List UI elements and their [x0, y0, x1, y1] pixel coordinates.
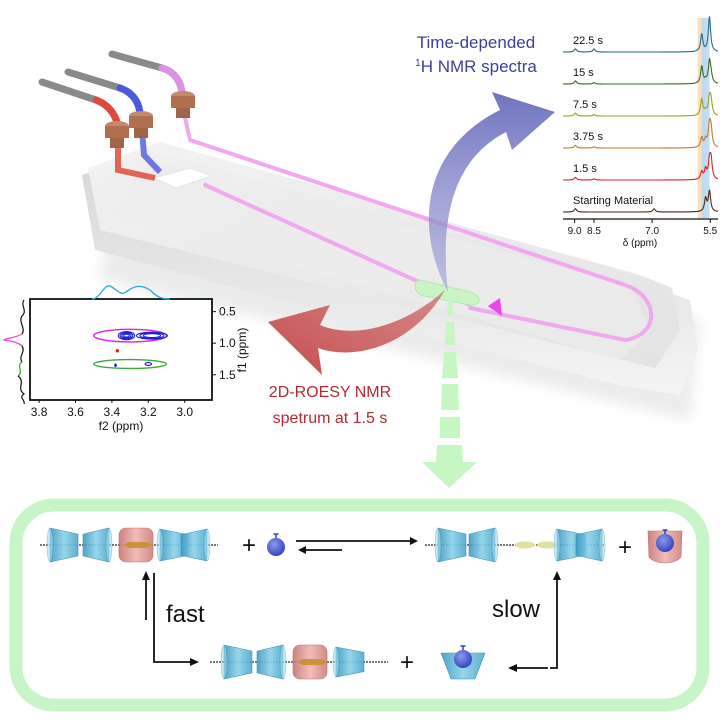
x-tick-label: 3.2: [140, 405, 157, 419]
spectrum-trace: [563, 189, 719, 213]
title-roesy: 2D-ROESY NMR spetrum at 1.5 s: [269, 384, 391, 427]
title-1h-line1: Time-depended: [417, 33, 535, 52]
title-1h-nmr: Time-depended 1H NMR spectra: [415, 33, 537, 76]
spectrum-trace: [563, 117, 719, 149]
spectrum-label: 1.5 s: [573, 163, 597, 175]
cyclodextrin-ring: [437, 527, 467, 563]
binding-station: [537, 541, 557, 549]
contour: [114, 363, 117, 368]
binding-station: [298, 659, 326, 665]
arrow-to-1h-spectra: [428, 92, 555, 292]
contour: [123, 333, 130, 338]
y-tick-label: 0.5: [219, 305, 236, 319]
arrow-to-roesy-spectrum: [268, 290, 445, 375]
x-tick-label: 3.8: [31, 405, 48, 419]
blue-cup-guest-complex: [440, 645, 486, 680]
plus-sign: +: [242, 532, 256, 559]
arrow-to-scheme: [422, 296, 477, 488]
rotaxane-free-axle: [425, 527, 606, 563]
fitting-blue: [129, 111, 153, 138]
fitting-red: [105, 121, 129, 148]
slow-label: slow: [492, 596, 541, 623]
chart-1h-nmr: Starting Material 1.5 s 3.75 s 7.5 s 15 s 22.…: [562, 16, 719, 249]
cyclodextrin-ring: [256, 644, 284, 680]
y-tick-label: 1.5: [219, 368, 236, 382]
x-tick-label: 7.0: [645, 226, 659, 237]
cyclodextrin-ring: [575, 528, 603, 562]
cyclodextrin-ring: [82, 527, 110, 563]
x-axis-label: δ (ppm): [623, 238, 657, 249]
cyclodextrin-ring: [335, 646, 365, 678]
spectrum-label: 7.5 s: [573, 99, 597, 111]
contour: [117, 330, 136, 341]
fast-pathway-arrows: [142, 571, 199, 666]
binding-station: [124, 542, 152, 548]
title-roesy-line2: spetrum at 1.5 s: [273, 410, 388, 427]
contour: [144, 362, 153, 366]
x-tick-label: 3.4: [104, 405, 121, 419]
x-tick-label: 3.0: [176, 405, 193, 419]
detection-window: [414, 279, 480, 306]
cyclodextrin-ring: [468, 527, 496, 563]
y-tick-label: 1.0: [219, 336, 236, 350]
spectrum-label: 15 s: [573, 67, 594, 79]
contour: [139, 332, 165, 339]
microfluidic-chip: [38, 50, 700, 420]
projection-left: [20, 299, 25, 335]
cyclodextrin-ring: [180, 528, 208, 562]
spectrum-trace: [563, 58, 719, 85]
mixing-chamber: [152, 167, 214, 189]
title-roesy-line1: 2D-ROESY NMR: [269, 384, 391, 401]
plus-sign: +: [400, 649, 414, 676]
spectrum-label: 22.5 s: [573, 35, 603, 47]
fitting-pink: [171, 91, 195, 118]
guest-sphere: [267, 538, 285, 556]
y-axis-label: f1 (ppm): [235, 328, 249, 373]
binding-station: [515, 541, 535, 549]
spectrum-trace: [563, 151, 719, 181]
projection-top: [30, 285, 212, 300]
slow-pathway-arrows: [508, 571, 561, 672]
chart-2d-roesy: 3.8 3.6 3.4 3.2 3.0 0.5 1.0 1.5 f2 (ppm) f1 (p…: [2, 285, 249, 433]
guest-molecule: [267, 533, 285, 556]
highlight-band: [701, 18, 710, 218]
x-axis-label: f2 (ppm): [99, 419, 144, 433]
cyclodextrin-ring: [223, 644, 253, 680]
x-tick-label: 3.6: [67, 405, 84, 419]
projection-left: [17, 361, 23, 377]
contour: [121, 332, 132, 339]
equilibrium-arrows: [296, 537, 418, 554]
contour: [142, 333, 162, 339]
contour: [115, 349, 120, 353]
fast-label: fast: [166, 601, 205, 628]
contour: [135, 331, 168, 340]
cyclodextrin-ring: [49, 527, 79, 563]
projection-left: [17, 375, 26, 405]
contour: [119, 331, 134, 340]
x-tick-label: 8.5: [587, 226, 601, 237]
rotaxane-bottom: [210, 644, 388, 680]
rotaxane-with-red-cup: [40, 527, 218, 563]
highlight-ellipse: [93, 328, 168, 343]
flow-direction-arrow: [488, 298, 502, 316]
plus-sign: +: [618, 534, 632, 561]
guest-sphere: [656, 534, 674, 552]
red-cup-guest-complex: [647, 529, 683, 564]
plot-frame: [29, 298, 213, 401]
spectrum-label: Starting Material: [573, 195, 653, 207]
highlight-ellipse: [93, 358, 168, 370]
x-tick-label: 5.5: [703, 226, 717, 237]
inlet-tube-pink: [158, 64, 186, 99]
spectrum-trace: [562, 16, 719, 53]
spectrum-trace: [563, 91, 719, 117]
projection-left: [2, 333, 23, 347]
x-tick-label: 9.0: [568, 226, 582, 237]
reaction-scheme: + + fast + slow: [9, 498, 710, 712]
spectrum-label: 3.75 s: [573, 131, 603, 143]
projection-left: [20, 345, 24, 363]
guest-sphere: [454, 650, 472, 668]
title-1h-line2: 1H NMR spectra: [415, 57, 537, 76]
